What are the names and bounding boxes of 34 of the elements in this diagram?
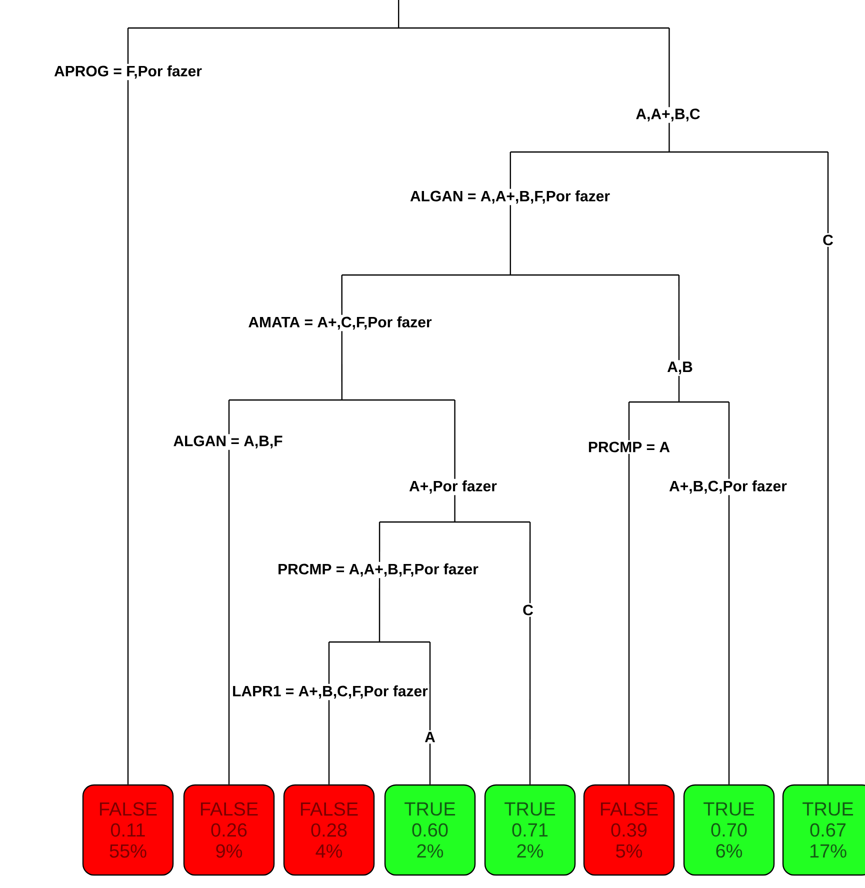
branch-line	[827, 152, 829, 784]
edge-label: C	[521, 603, 535, 617]
edge-label: A+,B,C,Por fazer	[668, 478, 788, 496]
leaf-box: TRUE 0.60 2%	[384, 784, 476, 876]
leaf-box: FALSE 0.11 55%	[82, 784, 174, 876]
edge-label: PRCMP = A,A+,B,F,Por fazer	[276, 562, 480, 578]
branch-line	[454, 400, 456, 522]
edge-label: A,A+,B,C	[634, 107, 702, 123]
branch-line	[628, 402, 630, 784]
leaf-box: FALSE 0.26 9%	[183, 784, 275, 876]
branch-line	[378, 522, 380, 642]
edge-label: C	[821, 233, 835, 247]
edge-label: A+,Por fazer	[408, 478, 498, 496]
edge-label: A	[423, 730, 437, 744]
leaf-box: FALSE 0.39 5%	[583, 784, 675, 876]
branch-line	[228, 400, 230, 784]
leaf-box: TRUE 0.71 2%	[484, 784, 576, 876]
edge-label: LAPR1 = A+,B,C,F,Por fazer	[230, 684, 430, 700]
edge-label: ALGAN = A,B,F	[172, 434, 284, 450]
branch-line	[398, 0, 400, 28]
branch-line	[529, 522, 531, 784]
leaf-box: FALSE 0.28 4%	[283, 784, 375, 876]
edge-label: APROG = F,Por fazer	[52, 64, 204, 80]
edge-label: ALGAN = A,A+,B,F,Por fazer	[408, 188, 612, 206]
branch-line	[328, 642, 330, 784]
branch-line	[678, 275, 680, 402]
branch-line	[728, 402, 730, 784]
edge-label: AMATA = A+,C,F,Por fazer	[246, 314, 434, 332]
edge-label: A,B	[666, 360, 694, 376]
branch-line	[127, 28, 129, 784]
leaf-box: TRUE 0.70 6%	[683, 784, 775, 876]
leaf-box: TRUE 0.67 17%	[782, 784, 865, 876]
edge-label: PRCMP = A	[586, 440, 672, 454]
branch-line	[429, 642, 431, 784]
